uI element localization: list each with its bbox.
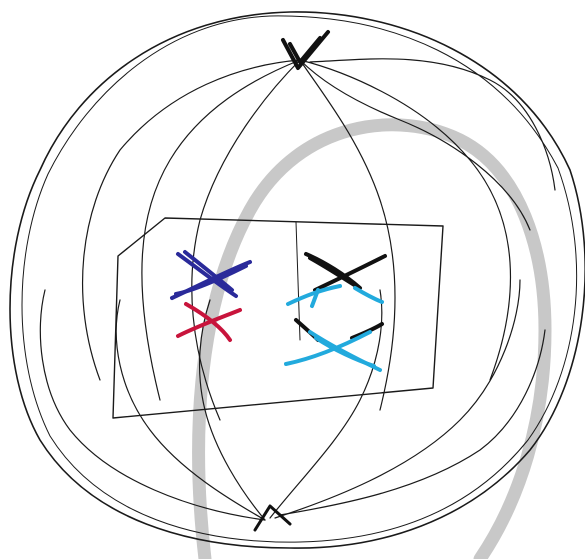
cross-cyan-upper [288, 286, 382, 306]
bottom-pole-centrosome [255, 506, 290, 530]
cross-black [306, 254, 385, 290]
metaphase-box [113, 218, 443, 418]
top-pole-centrosome [283, 32, 328, 68]
cross-navy [172, 252, 250, 298]
cross-black-lower [296, 320, 382, 340]
watermark-arc [199, 125, 545, 559]
spindle-fibers-top [83, 59, 555, 420]
